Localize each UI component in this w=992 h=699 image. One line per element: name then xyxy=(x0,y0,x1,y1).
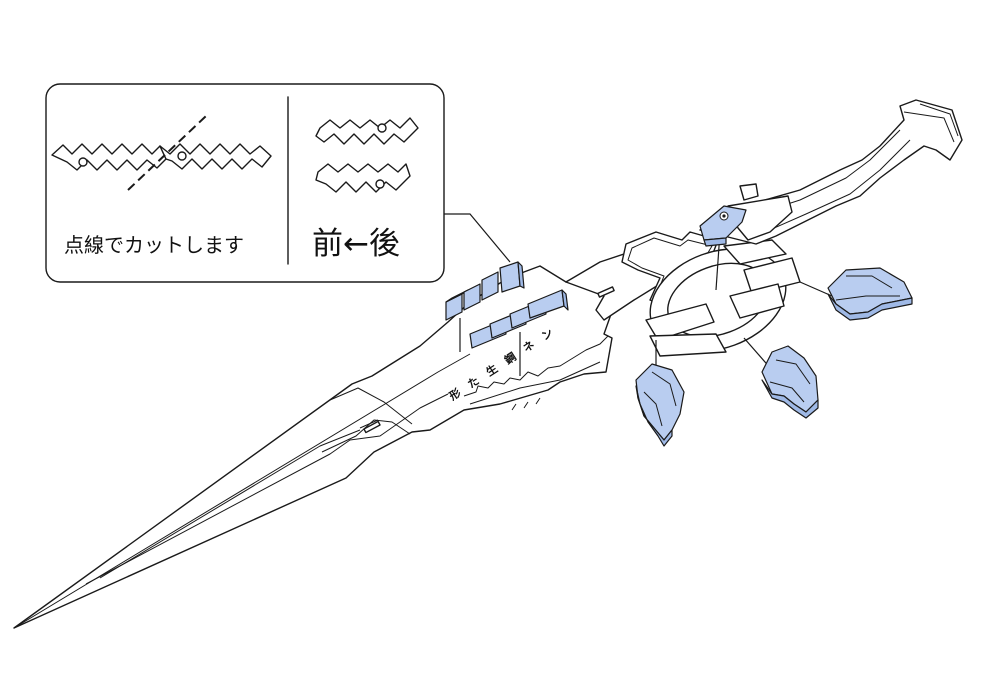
wing-part-lower xyxy=(743,337,819,419)
dashed-cut-line xyxy=(127,115,207,191)
panel-leader-line xyxy=(444,213,511,263)
guard-gem-part xyxy=(699,205,747,291)
wing-part-left xyxy=(635,340,685,447)
wing-part-right xyxy=(799,267,913,321)
direction-caption: 前←後 xyxy=(312,226,400,262)
sword-body xyxy=(13,99,963,629)
front-back-illustration xyxy=(315,117,419,193)
instruction-panel: 点線でカットします 前←後 xyxy=(45,83,445,283)
blade-decal-blocks xyxy=(445,261,569,376)
cut-illustration xyxy=(51,115,272,191)
cut-caption: 点線でカットします xyxy=(64,233,244,257)
